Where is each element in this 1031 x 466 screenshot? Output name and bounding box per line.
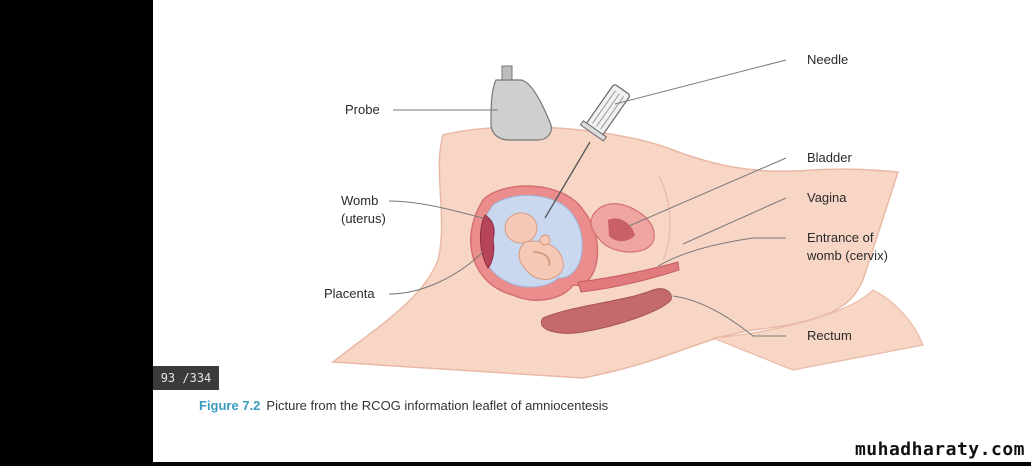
label-womb: Womb (uterus) xyxy=(341,192,386,228)
figure-number: Figure 7.2 xyxy=(199,398,261,413)
rectum-organ xyxy=(540,288,672,334)
syringe xyxy=(579,84,630,142)
label-needle: Needle xyxy=(807,52,849,67)
inner-contour xyxy=(657,174,671,261)
label-rectum: Rectum xyxy=(807,328,852,343)
label-cervix: Entrance of womb (cervix) xyxy=(807,229,888,265)
fetus-head xyxy=(504,212,538,244)
probe-cable xyxy=(501,65,513,81)
placenta xyxy=(480,214,495,269)
page-indicator: 93 /334 xyxy=(153,366,219,390)
label-cervix-line2: womb (cervix) xyxy=(807,248,888,263)
bladder-inner xyxy=(608,218,635,242)
fetus-arm xyxy=(539,234,551,246)
cropped-text-line: · · · xyxy=(303,0,1003,5)
amniocentesis-diagram xyxy=(331,59,924,379)
label-probe: Probe xyxy=(345,102,380,117)
groin-fold xyxy=(712,289,924,371)
label-bladder: Bladder xyxy=(807,150,852,165)
leader-lines xyxy=(388,59,787,337)
fetus-limb xyxy=(532,251,551,267)
vagina-channel xyxy=(577,261,680,293)
fetus-body xyxy=(518,240,564,280)
document-page: · · · xyxy=(153,0,1031,462)
figure-caption-text: Picture from the RCOG information leafle… xyxy=(266,398,609,413)
label-placenta: Placenta xyxy=(324,286,375,301)
body-silhouette xyxy=(331,126,900,379)
probe-body xyxy=(490,79,552,141)
figure-caption: Figure 7.2 Picture from the RCOG informat… xyxy=(199,398,608,413)
site-watermark: muhadharaty.com xyxy=(854,439,1025,460)
label-womb-line1: Womb xyxy=(341,193,379,208)
label-vagina: Vagina xyxy=(807,190,847,205)
label-cervix-line1: Entrance of xyxy=(807,230,874,245)
needle-shaft xyxy=(544,141,591,219)
label-womb-line2: (uterus) xyxy=(341,211,386,226)
